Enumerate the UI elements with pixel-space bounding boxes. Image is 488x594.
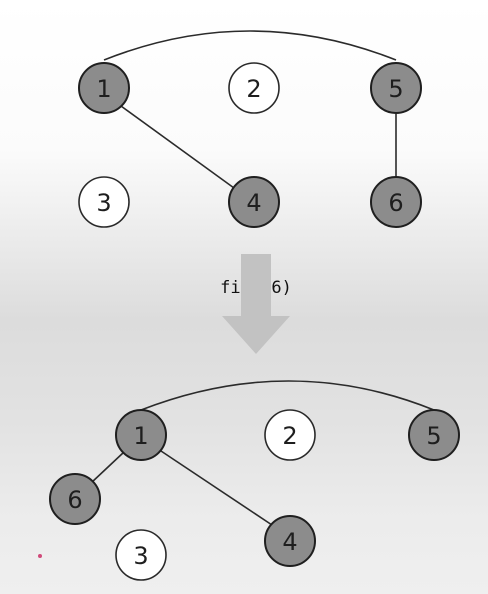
after-edge-1-6: [90, 451, 125, 484]
down-arrow-icon: [222, 254, 290, 354]
before-node-4-label: 4: [246, 189, 261, 217]
before-node-1-label: 1: [96, 75, 111, 103]
after-node-5-label: 5: [426, 422, 441, 450]
after-node-6: 6: [49, 473, 101, 525]
cursor-dot: [38, 554, 42, 558]
before-node-6: 6: [370, 176, 422, 228]
after-node-2-label: 2: [282, 422, 297, 450]
before-edge-1-5: [103, 30, 397, 61]
before-node-3: 3: [78, 176, 130, 228]
before-node-5-label: 5: [388, 75, 403, 103]
after-node-3: 3: [115, 529, 167, 581]
before-edge-1-4: [120, 105, 235, 189]
before-node-1: 1: [78, 62, 130, 114]
after-edge-1-5: [140, 380, 435, 411]
after-node-4: 4: [264, 515, 316, 567]
after-edge-1-4: [160, 450, 273, 526]
after-node-2: 2: [264, 409, 316, 461]
after-node-5: 5: [408, 409, 460, 461]
before-node-5: 5: [370, 62, 422, 114]
before-graph: 1 2 5 3 4 6: [78, 30, 422, 228]
before-node-4: 4: [228, 176, 280, 228]
after-node-3-label: 3: [133, 542, 148, 570]
before-node-2: 2: [228, 62, 280, 114]
before-node-6-label: 6: [388, 189, 403, 217]
before-node-3-label: 3: [96, 189, 111, 217]
after-node-4-label: 4: [282, 528, 297, 556]
after-graph: 1 2 5 6 4 3: [49, 380, 460, 581]
after-node-1: 1: [115, 409, 167, 461]
after-node-1-label: 1: [133, 422, 148, 450]
before-node-2-label: 2: [246, 75, 261, 103]
after-node-6-label: 6: [67, 486, 82, 514]
